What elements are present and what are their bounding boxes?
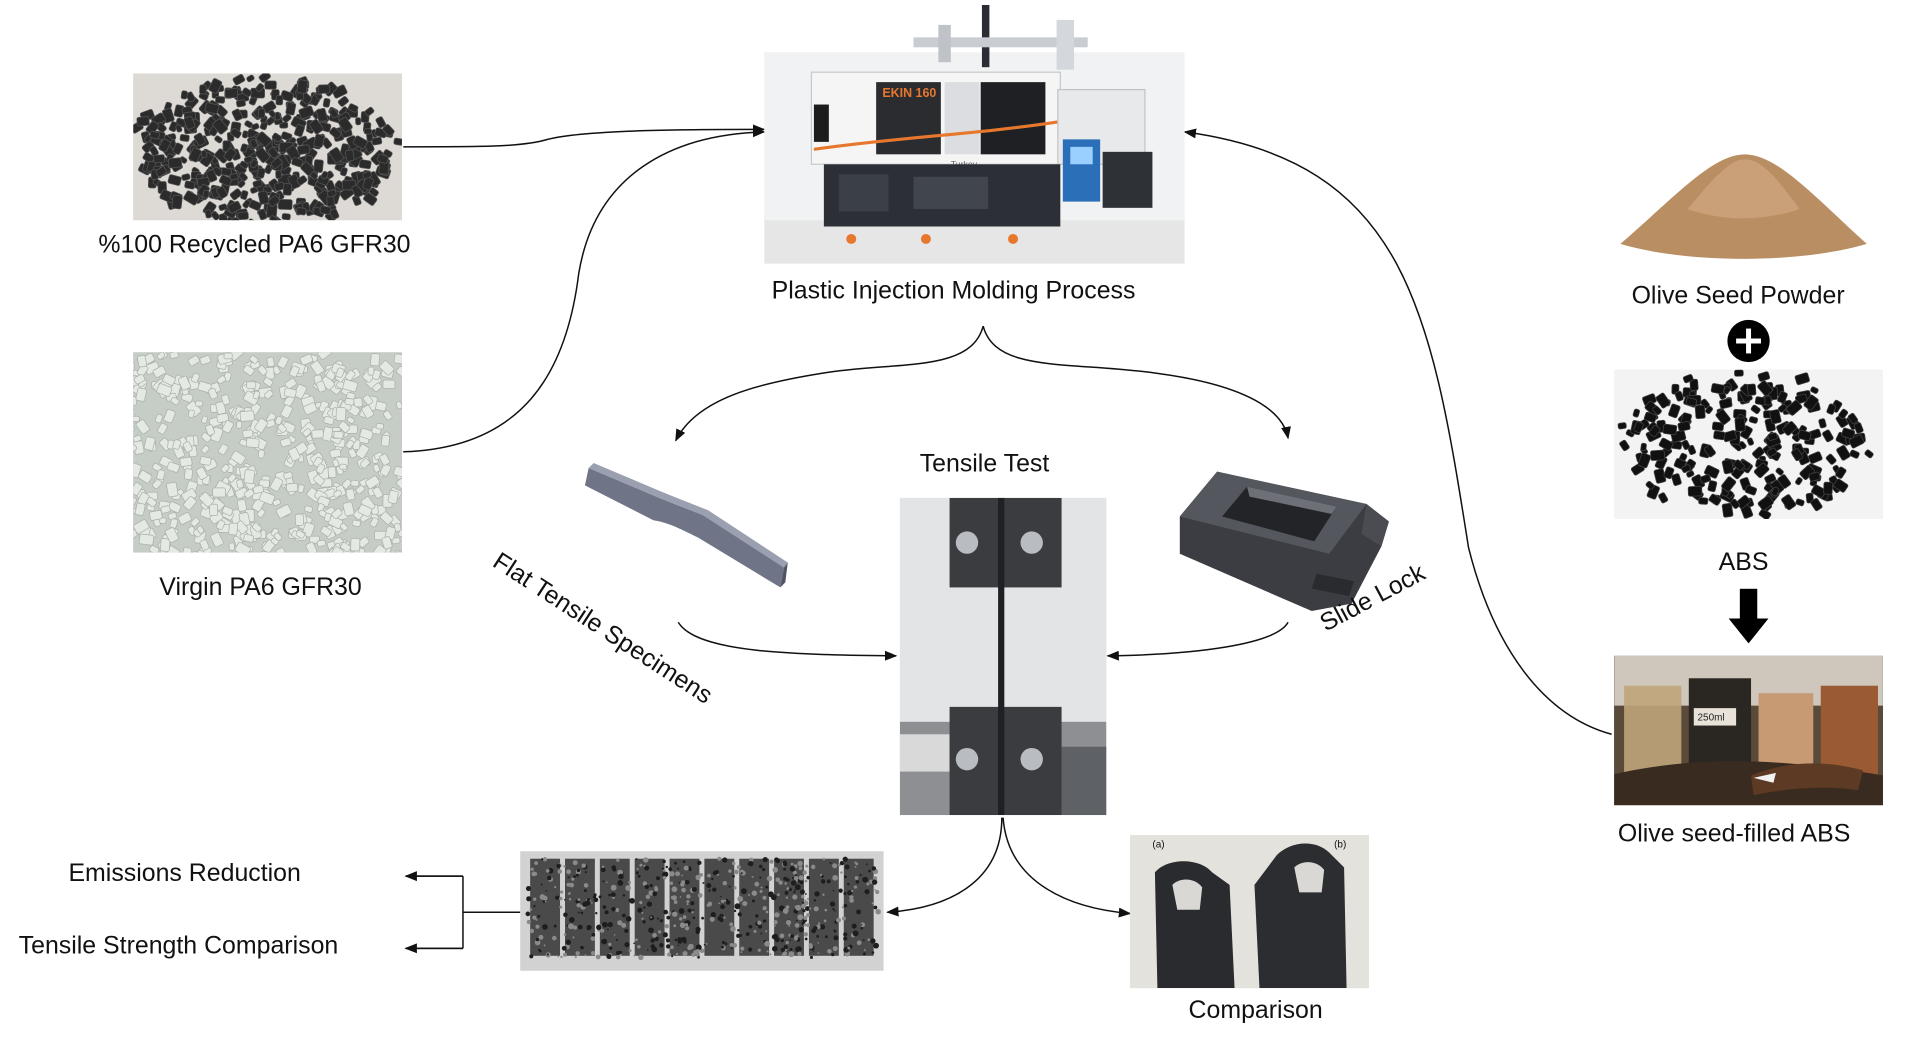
virgin-pellets-image	[133, 352, 402, 553]
comparison-panel-b-text: (b)	[1334, 840, 1346, 851]
arrow-slide-to-test	[1106, 621, 1289, 661]
emissions-label: Emissions Reduction	[68, 859, 301, 888]
down-arrow-icon	[1728, 588, 1769, 644]
beaker-volume-text: 250ml	[1698, 713, 1725, 724]
arrow-flat-to-test	[677, 621, 898, 661]
injection-molding-machine-image: EKIN 160 Turkey	[764, 2, 1185, 264]
molding-label: Plastic Injection Molding Process	[771, 277, 1136, 305]
arrow-virgin-to-molding	[403, 127, 766, 453]
arrow-molding-to-flat	[675, 325, 984, 442]
bracket-connector	[405, 875, 521, 950]
tensile-test-image	[899, 497, 1107, 816]
olive-filled-abs-image: 250ml	[1614, 655, 1883, 806]
comparison-label: Comparison	[1188, 996, 1323, 1025]
comparison-panel-a-text: (a)	[1152, 840, 1164, 851]
tensile-test-label: Tensile Test	[919, 450, 1050, 478]
strength-comparison-label: Tensile Strength Comparison	[18, 932, 339, 960]
olive-powder-label: Olive Seed Powder	[1631, 282, 1845, 310]
machine-brand-text: EKIN 160	[882, 86, 936, 100]
abs-pellets-image	[1614, 369, 1883, 519]
arrow-olive-abs-to-molding	[1183, 128, 1612, 735]
fracture-surface-image	[520, 851, 884, 971]
flat-tensile-specimen-image	[579, 458, 797, 607]
slide-lock-image	[1167, 467, 1394, 619]
recycled-label: %100 Recycled PA6 GFR30	[98, 231, 411, 259]
olive-abs-label: Olive seed-filled ABS	[1617, 820, 1851, 848]
olive-seed-powder-image	[1613, 147, 1874, 269]
arrow-test-to-comparison	[1002, 817, 1132, 918]
arrow-test-to-fracture	[886, 817, 1003, 917]
comparison-image: (a) (b)	[1130, 835, 1369, 989]
virgin-label: Virgin PA6 GFR30	[159, 573, 362, 602]
plus-icon	[1726, 319, 1771, 364]
arrow-recycled-to-molding	[403, 124, 766, 148]
recycled-pellets-image	[133, 73, 402, 221]
abs-label: ABS	[1718, 548, 1769, 577]
machine-country-text: Turkey	[951, 159, 978, 169]
arrow-molding-to-slide	[982, 325, 1291, 440]
